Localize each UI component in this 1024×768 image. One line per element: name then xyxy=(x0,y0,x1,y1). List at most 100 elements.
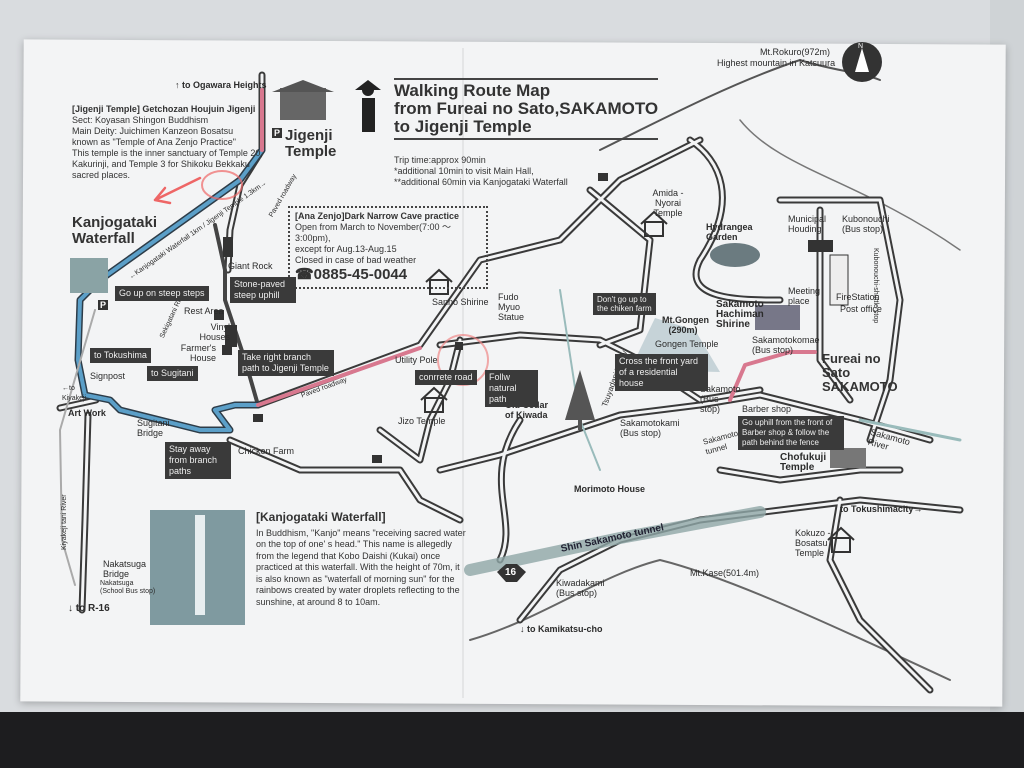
info-line: sacred places. xyxy=(72,170,131,180)
label-kokuzo-temple: Kokuzo -Bosatsu Temple xyxy=(795,528,831,558)
label-jizo-temple: Jizo Temple xyxy=(398,416,446,426)
label-fire-station: FireStation xyxy=(836,292,880,302)
title-line: to Jigenji Temple xyxy=(394,117,532,136)
handdrawn-circle xyxy=(437,334,489,386)
label-vinyl-houses: Vinyl Houses xyxy=(199,322,230,342)
jigenji-heading: [Jigenji Temple] Getchozan Houjuin Jigen… xyxy=(72,104,256,114)
instruction-concrete-road: conrrete road xyxy=(415,370,477,385)
ana-zenjo-box: [Ana Zenjo]Dark Narrow Cave practice Ope… xyxy=(288,206,488,289)
handdrawn-circle xyxy=(201,170,243,200)
label-kiwadakami-bus-stop: Kiwadakami (Bus stop) xyxy=(556,578,605,598)
instruction-barber-uphill: Go uphill from the front of Barber shop … xyxy=(738,416,844,450)
river xyxy=(59,309,96,586)
route-pink xyxy=(256,346,422,407)
label-amida-temple: Amida -Nyorai Temple xyxy=(652,188,684,218)
info-line: known as "Temple of Ana Zenjo Practice" xyxy=(72,137,236,147)
info-line: This temple is the inner sanctuary of Te… xyxy=(72,148,263,158)
river xyxy=(858,418,962,442)
phone-number: ☎0885-45-0044 xyxy=(295,266,408,283)
waterfall-body: In Buddhism, "Kanjo" means "receiving sa… xyxy=(256,527,466,607)
shrine-icon xyxy=(755,305,800,330)
label-municipal-houding: Municipal Houding xyxy=(788,214,827,234)
instruction-stone-paved: Stone-paved steep uphill xyxy=(230,277,296,303)
info-line: Main Deity: Juichimen Kanzeon Bosatsu xyxy=(72,126,234,136)
waterfall-heading: [Kanjogataki Waterfall] xyxy=(256,510,386,524)
label-barber-shop: Barber shop xyxy=(742,404,792,414)
label-signpost: Signpost xyxy=(90,371,126,381)
temple-icon xyxy=(272,80,334,120)
label-kiyakeji-river: Kiyakeji tani River xyxy=(61,494,68,550)
label-art-work: Art Work xyxy=(68,408,106,418)
info-line: Sect: Koyasan Shingon Buddhism xyxy=(72,115,209,125)
label-morimoto-house: Morimoto House xyxy=(574,484,645,494)
house-icon xyxy=(827,526,855,553)
cedar-tree-icon xyxy=(565,370,595,430)
trip-note: **additional 60min via Kanjogataki Water… xyxy=(394,177,568,187)
building-icons xyxy=(214,173,849,463)
info-line: except for Aug.13-Aug.15 xyxy=(295,244,397,254)
label-sakamotokomae-bus-stop: Sakamotokomae (Bus stop) xyxy=(752,335,820,355)
label-to-kiyakeji: ←to Kiyakeji xyxy=(62,385,87,402)
label-utility-pole: Utility Pole xyxy=(395,355,438,365)
instruction-to-sugitani: to Sugitani xyxy=(147,366,198,381)
label-hydrangea-garden: Hydrangea Garden xyxy=(706,222,753,242)
title-line: Walking Route Map xyxy=(394,81,551,100)
label-mt-gongen: Mt.Gongen (290m) xyxy=(662,315,709,335)
parking-icon: P xyxy=(98,300,109,310)
label-jigenji-temple: Jigenji Temple xyxy=(285,127,337,160)
label-giant-rock: Giant Rock xyxy=(228,261,273,271)
table-edge xyxy=(0,712,1024,768)
instruction-dont-go: Don't go up to the chiken farm xyxy=(593,293,656,315)
route-16-icon xyxy=(497,564,526,582)
map-title: Walking Route Map from Fureai no Sato,SA… xyxy=(394,78,659,140)
label-rest-area: Rest Area xyxy=(184,306,224,316)
label-highest-mountain: Highest mountain in Katsuura xyxy=(717,58,836,68)
handdrawn-arrow xyxy=(153,176,202,205)
label-to-ogawara: ↑ to Ogawara Heights xyxy=(175,80,267,90)
instruction-stay-away: Stay away from branch paths xyxy=(165,442,231,479)
trip-note: *additional 10min to visit Main Hall, xyxy=(394,166,534,176)
label-kubonouchi-bus-stop: Kubonouchi (Bus stop) xyxy=(842,214,890,234)
mountain-ridge xyxy=(739,119,961,251)
label-post-office: Post office xyxy=(840,304,882,314)
temple-icon xyxy=(830,448,866,468)
trip-time: Trip time:approx 90min xyxy=(394,155,486,165)
label-kanjogataki: Kanjogataki Waterfall xyxy=(72,214,158,247)
label-sugitani-bridge: Sugitani Bridge xyxy=(137,418,170,438)
info-line: Kakurinji, and Temple 3 for Shikoku Bekk… xyxy=(72,159,250,169)
route-16-label: 16 xyxy=(505,567,517,578)
title-line: from Fureai no Sato,SAKAMOTO xyxy=(394,99,659,118)
label-farmers-house: Farmer's House xyxy=(180,343,216,363)
mountain-ridge xyxy=(469,559,951,681)
label-hachiman-shrine: Sakamoto Hachiman Shirine xyxy=(716,299,764,330)
compass-icon xyxy=(842,42,882,82)
instruction-to-tokushima: to Tokushima xyxy=(90,348,151,363)
jigenji-info: [Jigenji Temple] Getchozan Houjuin Jigen… xyxy=(72,104,263,181)
label-fudo-statue: Fudo Myuo Statue xyxy=(498,292,525,322)
label-to-kamikatsu: ↓ to Kamikatsu-cho xyxy=(520,624,603,634)
label-chofukuji-temple: Chofukuji Temple xyxy=(780,452,827,473)
parking-icon: P xyxy=(272,128,283,138)
compass-north-label: N xyxy=(858,43,864,50)
route-pink xyxy=(728,350,817,402)
label-sakamoto-bus-stop: Sakamoto (Bus stop) xyxy=(700,384,741,414)
waterfall-thumbnail xyxy=(70,258,108,293)
house-icon xyxy=(420,386,448,413)
waterfall-info: [Kanjogataki Waterfall] In Buddhism, "Ka… xyxy=(256,510,466,608)
shin-sakamoto-tunnel xyxy=(464,506,766,576)
label-to-r16: ↓ to R-16 xyxy=(68,603,110,614)
label-mt-rokuro: Mt.Rokuro(972m) xyxy=(760,47,831,57)
label-mt-kase: Mt.Kase(501.4m) xyxy=(690,568,760,578)
house-icon xyxy=(640,210,668,237)
label-nakatsuga-bridge: Nakatsuga Bridge xyxy=(103,559,147,579)
label-sakamotokami-bus-stop: Sakamotokami (Bus stop) xyxy=(620,418,680,438)
instruction-cross-yard: Cross the front yard of a residential ho… xyxy=(615,354,708,391)
waterfall-illustration xyxy=(150,510,245,625)
hydrangea-icon xyxy=(710,243,760,267)
ana-zenjo-heading: [Ana Zenjo]Dark Narrow Cave practice xyxy=(295,211,460,221)
info-line: Closed in case of bad weather xyxy=(295,255,417,265)
hiker-icon xyxy=(355,80,381,132)
label-chicken-farm: Chicken Farm xyxy=(238,446,295,456)
trip-info: Trip time:approx 90min *additional 10min… xyxy=(394,155,568,188)
